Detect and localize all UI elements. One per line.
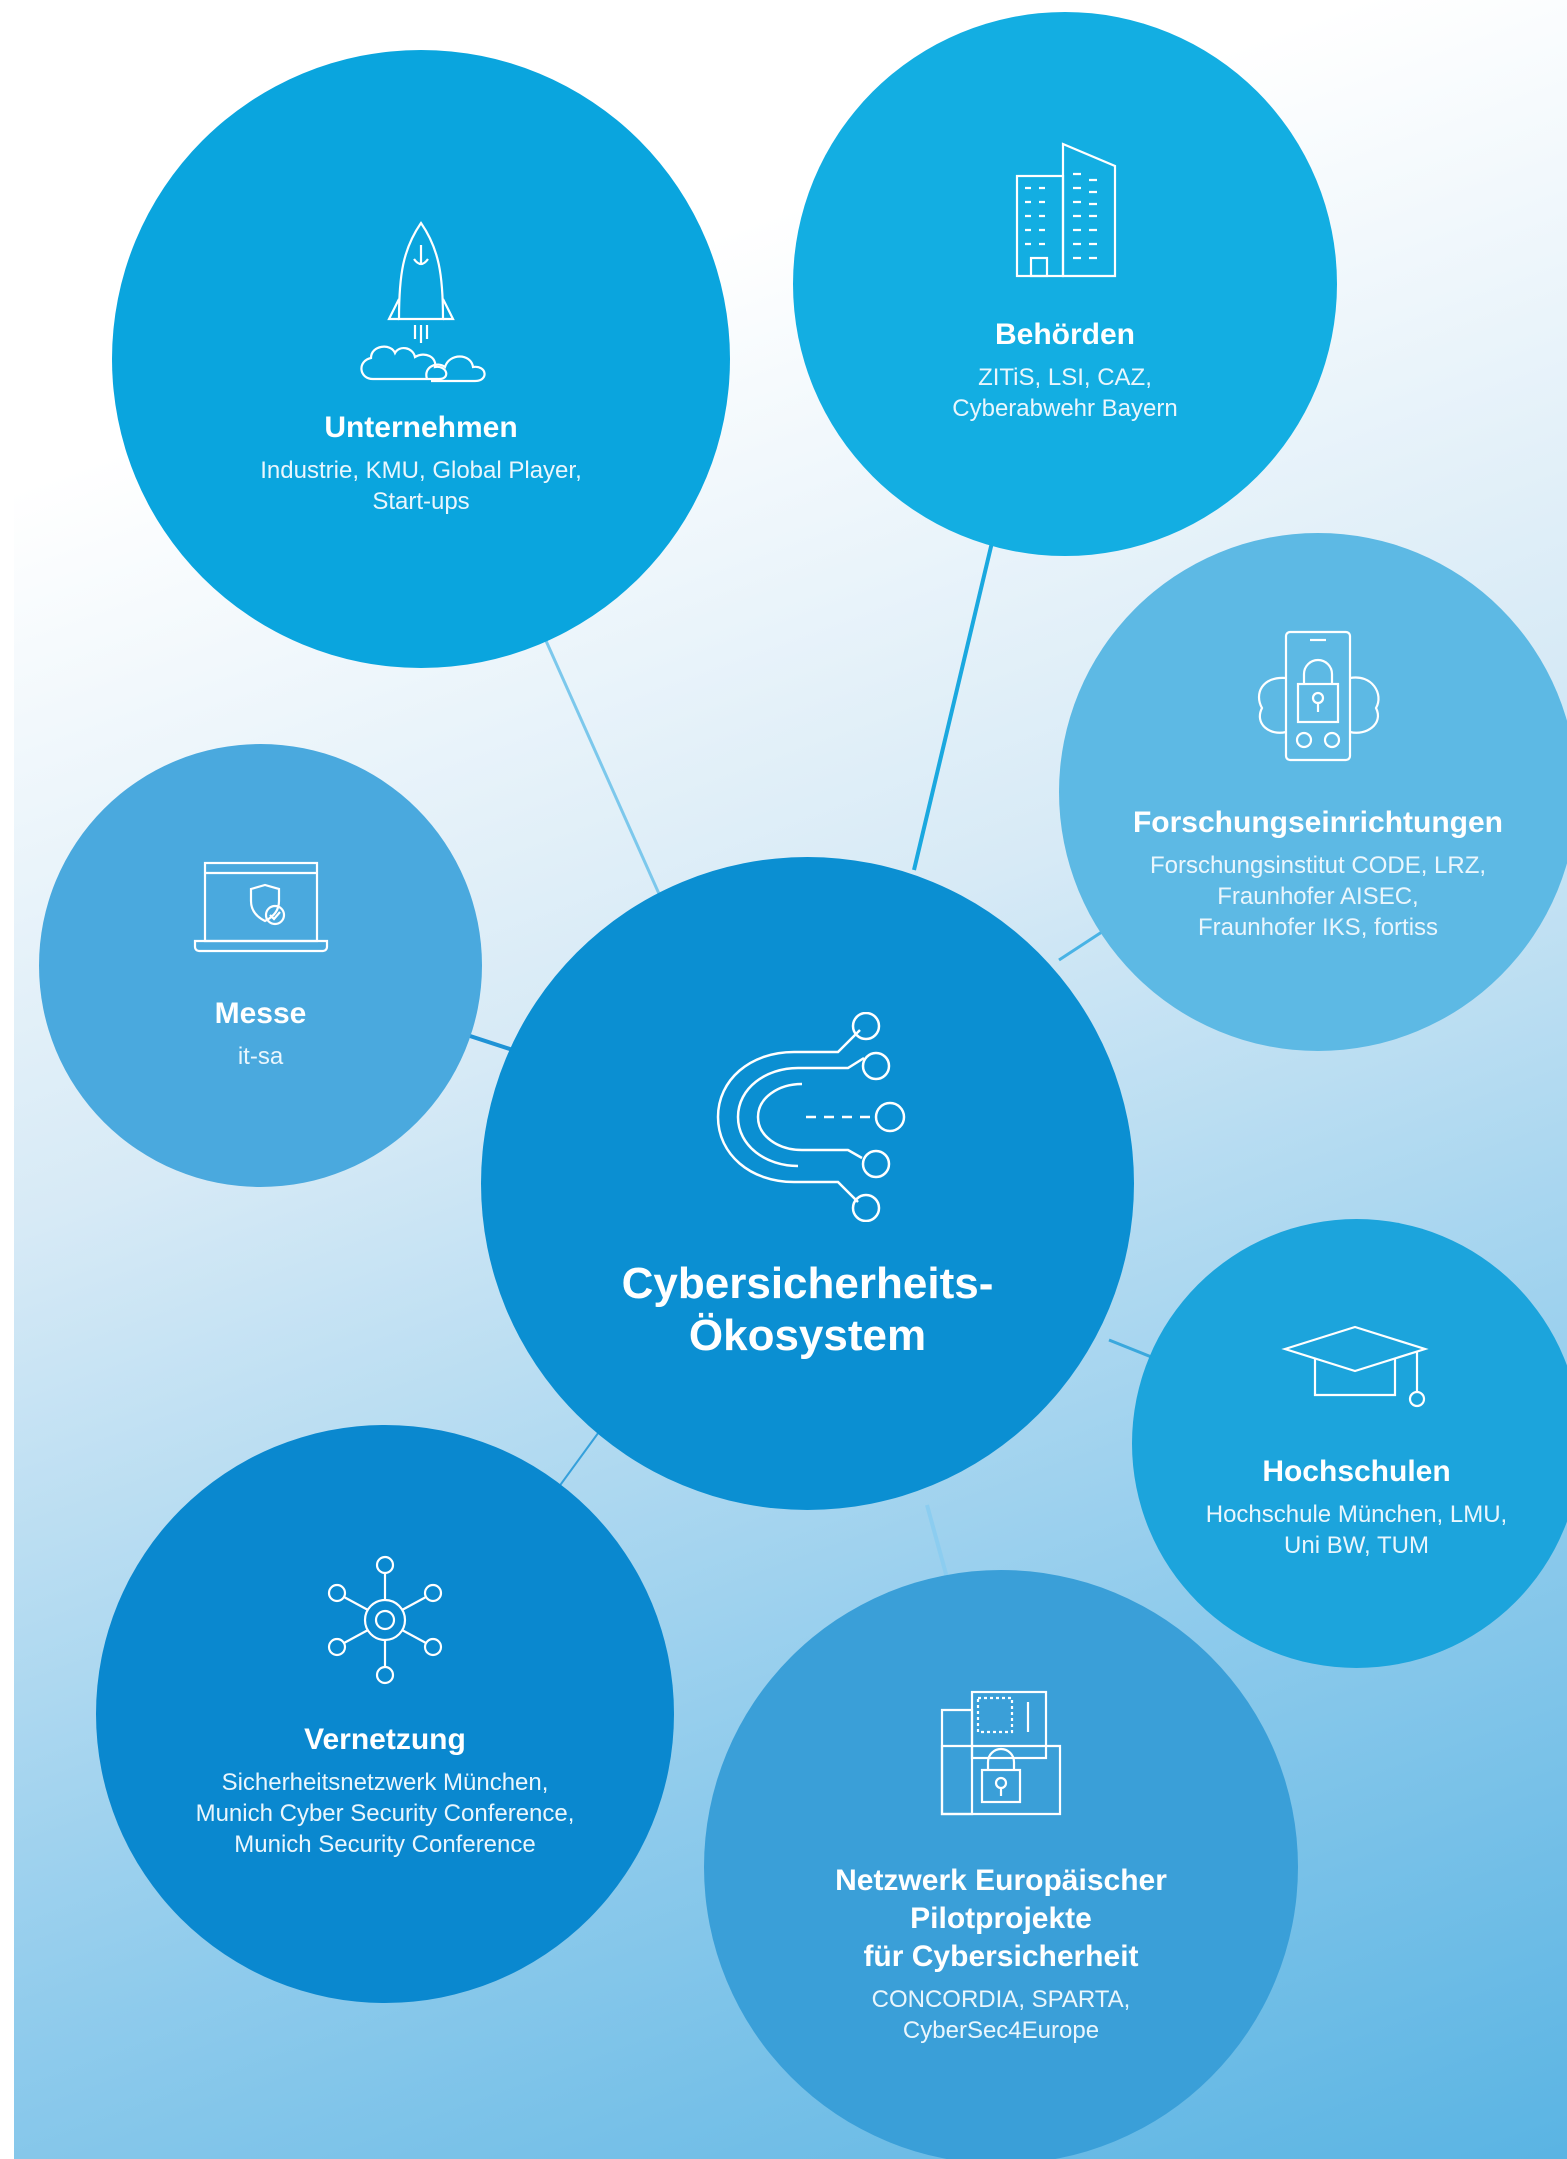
node-description: Industrie, KMU, Global Player, Start-ups bbox=[260, 457, 582, 515]
node-description: CONCORDIA, SPARTA, CyberSec4Europe bbox=[871, 1986, 1131, 2044]
node-behoerden: Behörden ZITiS, LSI, CAZ, Cyberabwehr Ba… bbox=[793, 12, 1337, 556]
node-title: Forschungseinrichtungen bbox=[1132, 806, 1504, 839]
building-icon bbox=[1015, 142, 1117, 278]
node-title: Unternehmen bbox=[324, 411, 518, 444]
node-netzwerk: Netzwerk Europäischer Pilotprojekte für … bbox=[704, 1570, 1298, 2159]
phone-lock-cloud-icon bbox=[1257, 630, 1380, 762]
node-unternehmen: Unternehmen Industrie, KMU, Global Playe… bbox=[112, 50, 730, 668]
node-description: Hochschule München, LMU, Uni BW, TUM bbox=[1205, 1501, 1508, 1559]
laptop-shield-icon bbox=[193, 861, 328, 953]
document-lock-icon bbox=[940, 1690, 1062, 1816]
node-description: ZITiS, LSI, CAZ, Cyberabwehr Bayern bbox=[952, 364, 1178, 422]
rocket-icon bbox=[360, 221, 486, 383]
network-icon bbox=[327, 1555, 443, 1685]
node-center: Cybersicherheits- Ökosystem bbox=[481, 857, 1134, 1510]
node-messe: Messe it-sa bbox=[39, 744, 482, 1187]
node-description: Sicherheitsnetzwerk München, Munich Cybe… bbox=[195, 1769, 575, 1858]
node-vernetzung: Vernetzung Sicherheitsnetzwerk München, … bbox=[96, 1425, 674, 2003]
graduation-cap-icon bbox=[1280, 1325, 1429, 1408]
node-title: Vernetzung bbox=[304, 1723, 466, 1756]
ecosystem-diagram: Unternehmen Industrie, KMU, Global Playe… bbox=[14, 0, 1567, 2159]
node-title: Netzwerk Europäischer Pilotprojekte für … bbox=[835, 1864, 1167, 1973]
node-description: it-sa bbox=[237, 1043, 284, 1070]
node-title: Hochschulen bbox=[1262, 1455, 1451, 1488]
node-hochschulen: Hochschulen Hochschule München, LMU, Uni… bbox=[1132, 1219, 1567, 1668]
node-forschung: Forschungseinrichtungen Forschungsinstit… bbox=[1059, 533, 1567, 1051]
network-hub-icon bbox=[716, 1012, 905, 1222]
node-title: Behörden bbox=[994, 318, 1135, 351]
node-description: Forschungsinstitut CODE, LRZ, Fraunhofer… bbox=[1149, 852, 1487, 941]
node-title: Cybersicherheits- Ökosystem bbox=[621, 1259, 994, 1360]
node-title: Messe bbox=[214, 997, 307, 1030]
